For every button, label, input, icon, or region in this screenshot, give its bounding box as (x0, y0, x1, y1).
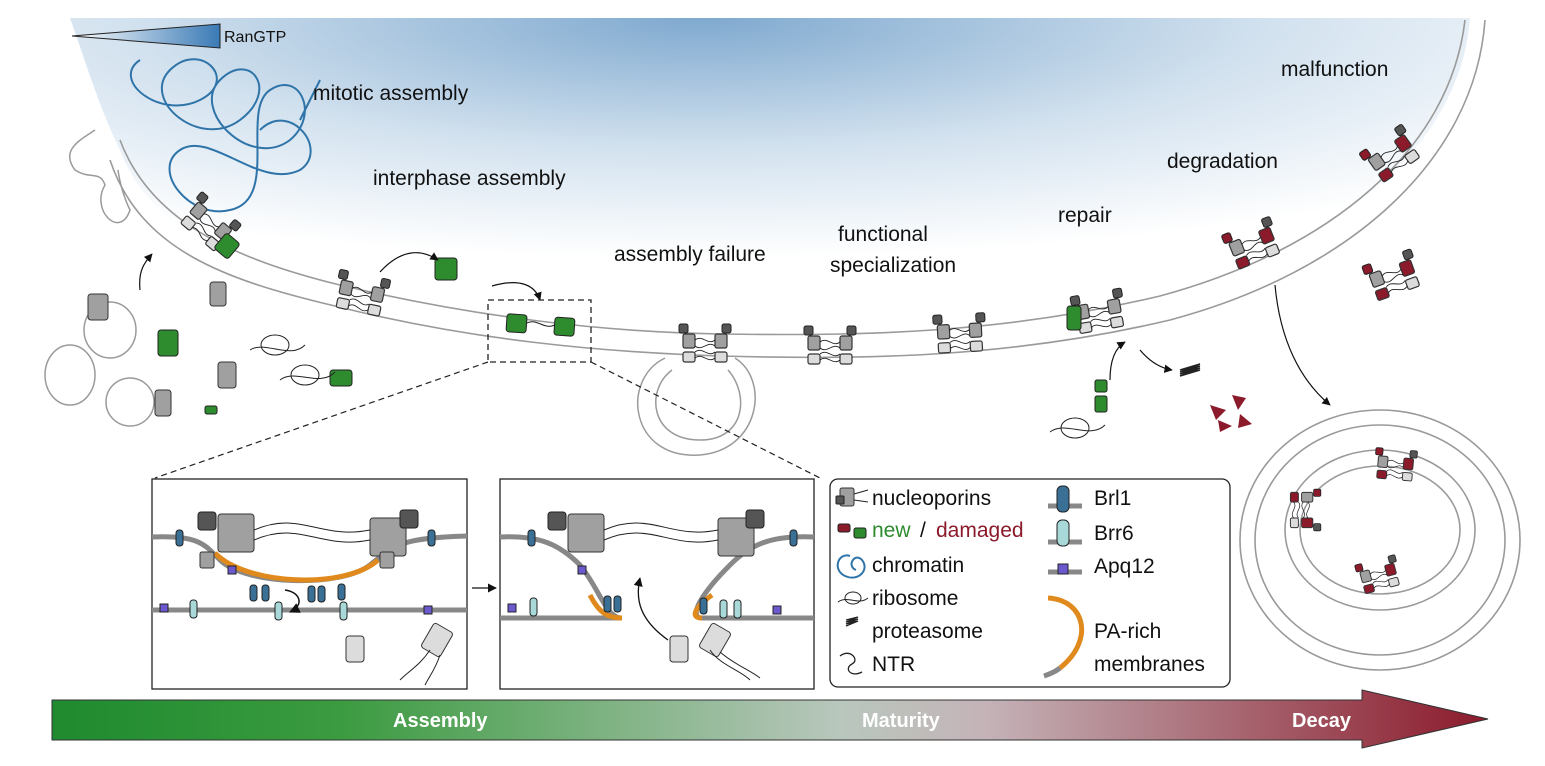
nuclear-envelope-outer (109, 19, 1486, 359)
stage-functional: functional (838, 223, 928, 246)
legend-ribosome: ribosome (872, 587, 958, 610)
rangtp-gradient-icon (71, 23, 221, 49)
ribosome-icon (249, 334, 1106, 439)
stage-malfunction: malfunction (1281, 58, 1388, 81)
rangtp-label: RanGTP (224, 29, 286, 46)
ribosome-legend-icon (837, 591, 869, 605)
free-damaged-pore (1361, 248, 1425, 303)
stage-degradation: degradation (1167, 150, 1278, 173)
stage-mitotic-assembly: mitotic assembly (313, 82, 469, 105)
ntr-icon (839, 652, 863, 675)
nucleoporin-icon (835, 487, 869, 507)
arrow (379, 252, 439, 273)
apq12-icon (1048, 563, 1082, 575)
vesicle (44, 344, 96, 406)
timeline-arrow (51, 689, 1489, 749)
new-nup (214, 233, 240, 259)
timeline-maturity: Maturity (862, 710, 941, 732)
new-damaged-icon (837, 523, 851, 533)
inset-panel-before (151, 478, 468, 690)
proteasome-icon (1179, 363, 1201, 377)
herniation-bleb (636, 357, 756, 456)
autophagosome-outer (1239, 409, 1521, 671)
zoom-line (154, 361, 489, 479)
timeline-decay: Decay (1292, 710, 1352, 732)
pa-rich-membrane-icon (1043, 666, 1062, 679)
legend-apq12: Apq12 (1094, 555, 1155, 578)
brl1-icon (1048, 485, 1082, 513)
pore-assembly-intermediate (505, 313, 576, 337)
brr6-icon (1048, 519, 1082, 547)
autophagosome-inner (1254, 424, 1506, 656)
arrow (139, 253, 153, 291)
stage-assembly-failure: assembly failure (614, 243, 766, 266)
nucleus-interior (70, 18, 1470, 339)
arrow (1274, 284, 1331, 406)
legend-new: new (872, 519, 911, 542)
inset-panel-after (499, 478, 815, 690)
engulfed-pore (1354, 554, 1404, 596)
timeline-assembly: Assembly (393, 710, 488, 732)
zoom-callout-box (487, 299, 592, 363)
legend-nucleoporins: nucleoporins (872, 487, 991, 510)
stage-specialization: specialization (830, 254, 956, 277)
pa-rich-membrane-icon (1047, 595, 1085, 670)
nuclear-envelope-inner (119, 19, 1466, 336)
legend-brl1: Brl1 (1094, 487, 1131, 510)
engulfed-pore (1372, 446, 1419, 482)
vesicle (105, 377, 155, 427)
vesicle (83, 301, 137, 359)
legend-proteasome: proteasome (872, 620, 983, 643)
chromatin (129, 58, 321, 213)
arrow (1139, 349, 1173, 373)
new-damaged-icon (853, 527, 867, 539)
legend: nucleoporins new / damaged chromatin rib… (829, 478, 1231, 688)
arrow (1109, 341, 1126, 381)
degraded-fragments (1210, 395, 1252, 432)
proteasome-legend-icon (845, 616, 859, 627)
free-nups (87, 257, 1108, 417)
legend-ntr: NTR (872, 653, 915, 676)
zoom-line (590, 361, 821, 479)
herniation-bleb-inner (655, 369, 742, 441)
legend-chromatin: chromatin (872, 554, 964, 577)
new-nup (1066, 305, 1082, 331)
stage-repair: repair (1058, 204, 1112, 227)
legend-damaged: damaged (936, 519, 1024, 542)
er-tubule (68, 129, 131, 224)
arrow (491, 282, 542, 301)
engulfed-pore (1289, 488, 1322, 532)
stage-interphase-assembly: interphase assembly (373, 167, 566, 190)
engulfed-envelope-inner (1299, 465, 1461, 595)
legend-pa-rich: PA-rich (1094, 620, 1161, 643)
legend-membranes: membranes (1094, 653, 1205, 676)
chromatin-icon (836, 554, 866, 579)
legend-slash: / (920, 519, 926, 542)
legend-brr6: Brr6 (1094, 522, 1134, 545)
